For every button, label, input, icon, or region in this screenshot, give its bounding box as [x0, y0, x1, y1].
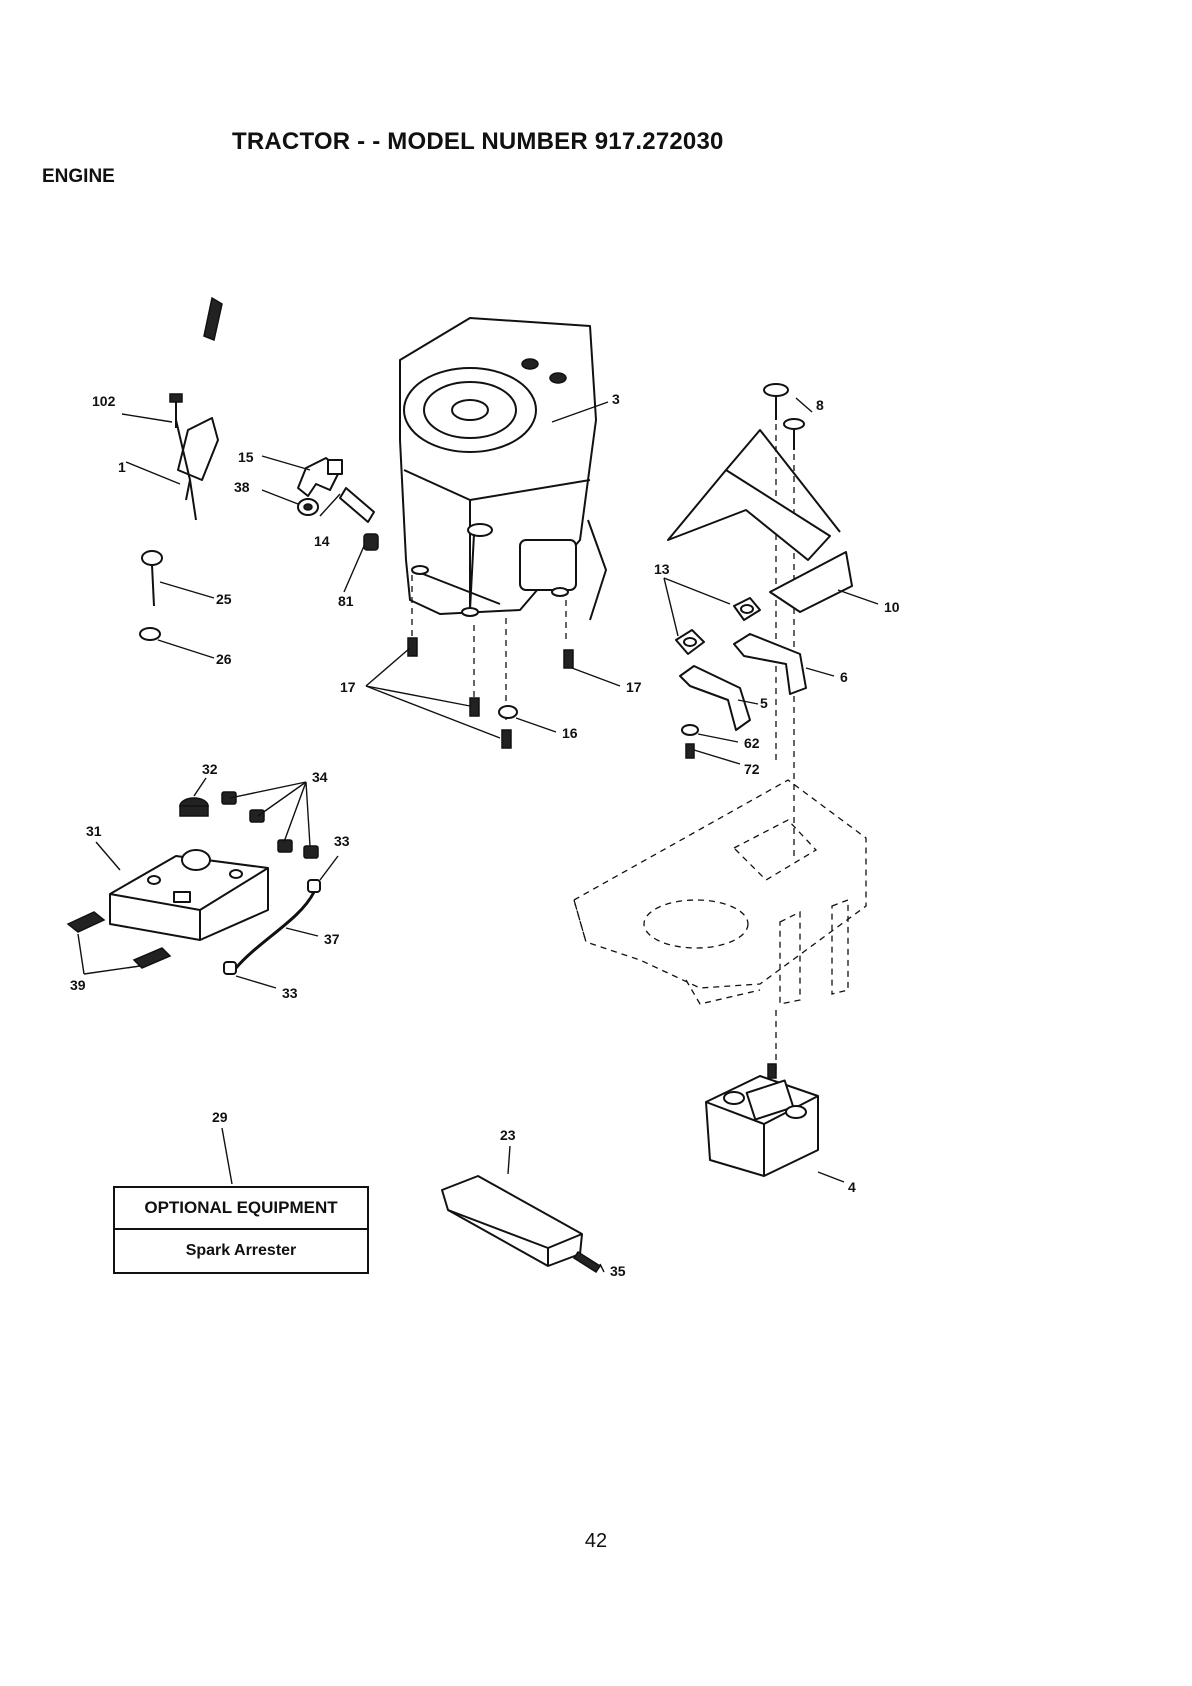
- hose-37-part: [223, 879, 321, 975]
- knob-25-part: [141, 550, 163, 607]
- bolt-72-part: [685, 743, 695, 759]
- callout-81: 81: [338, 593, 354, 609]
- nut-38-part: [297, 498, 319, 516]
- callout-14: 14: [314, 533, 330, 549]
- engine-3-part: [399, 317, 607, 621]
- callout-17-left: 17: [340, 679, 356, 695]
- callout-17-right: 17: [626, 679, 642, 695]
- page-number: 42: [584, 1530, 608, 1552]
- nut-81-part: [363, 533, 379, 551]
- callout-38: 38: [234, 479, 250, 495]
- callout-32: 32: [202, 761, 218, 777]
- nut-34-part: [221, 791, 319, 859]
- callout-1: 1: [118, 459, 126, 475]
- callout-13: 13: [654, 561, 670, 577]
- callout-102: 102: [92, 393, 116, 409]
- pipe-14-part: [339, 487, 375, 523]
- cap-32-part: [179, 797, 209, 817]
- page-title: TRACTOR - - MODEL NUMBER 917.272030: [232, 128, 724, 155]
- callout-33-top: 33: [334, 833, 350, 849]
- callout-26: 26: [216, 651, 232, 667]
- elbow-fitting-part: [297, 457, 343, 497]
- throttle-control-part: [169, 296, 223, 521]
- callout-15: 15: [238, 449, 254, 465]
- callout-5: 5: [760, 695, 768, 711]
- optional-equipment-item: Spark Arrester: [185, 1242, 297, 1259]
- filter-39-part: [66, 911, 172, 969]
- callout-16: 16: [562, 725, 578, 741]
- callout-23: 23: [500, 1127, 516, 1143]
- callout-10: 10: [884, 599, 900, 615]
- exhaust-pipe-5-part: [679, 665, 751, 731]
- screw-35-part: [572, 1250, 602, 1274]
- air-cleaner-base-31-part: [109, 849, 269, 941]
- callout-4: 4: [848, 1179, 856, 1195]
- callout-39: 39: [70, 977, 86, 993]
- optional-equipment-box: OPTIONAL EQUIPMENT Spark Arrester: [113, 1186, 369, 1274]
- callout-29: 29: [212, 1109, 228, 1125]
- heat-shield-10-part: [667, 429, 853, 613]
- exhaust-pipe-6-part: [733, 633, 807, 695]
- spark-arrester-23-part: [441, 1175, 583, 1267]
- callout-62: 62: [744, 735, 760, 751]
- frame-plate-part: [573, 779, 867, 1005]
- callout-31: 31: [86, 823, 102, 839]
- callout-25: 25: [216, 591, 232, 607]
- optional-equipment-heading: OPTIONAL EQUIPMENT: [115, 1188, 367, 1230]
- gasket-13-part: [675, 597, 761, 655]
- callout-34: 34: [312, 769, 328, 785]
- section-heading: ENGINE: [42, 166, 115, 187]
- washer-16-part: [498, 705, 518, 719]
- bolt-17-part: [407, 637, 574, 749]
- washer-62-part: [681, 724, 699, 736]
- washer-26-part: [139, 627, 161, 641]
- callout-37: 37: [324, 931, 340, 947]
- callout-3: 3: [612, 391, 620, 407]
- callout-8: 8: [816, 397, 824, 413]
- muffler-4-part: [705, 1063, 819, 1177]
- callout-6: 6: [840, 669, 848, 685]
- callout-35: 35: [610, 1263, 626, 1279]
- bolt-8-part: [763, 383, 805, 450]
- callout-33-bottom: 33: [282, 985, 298, 1001]
- callout-72: 72: [744, 761, 760, 777]
